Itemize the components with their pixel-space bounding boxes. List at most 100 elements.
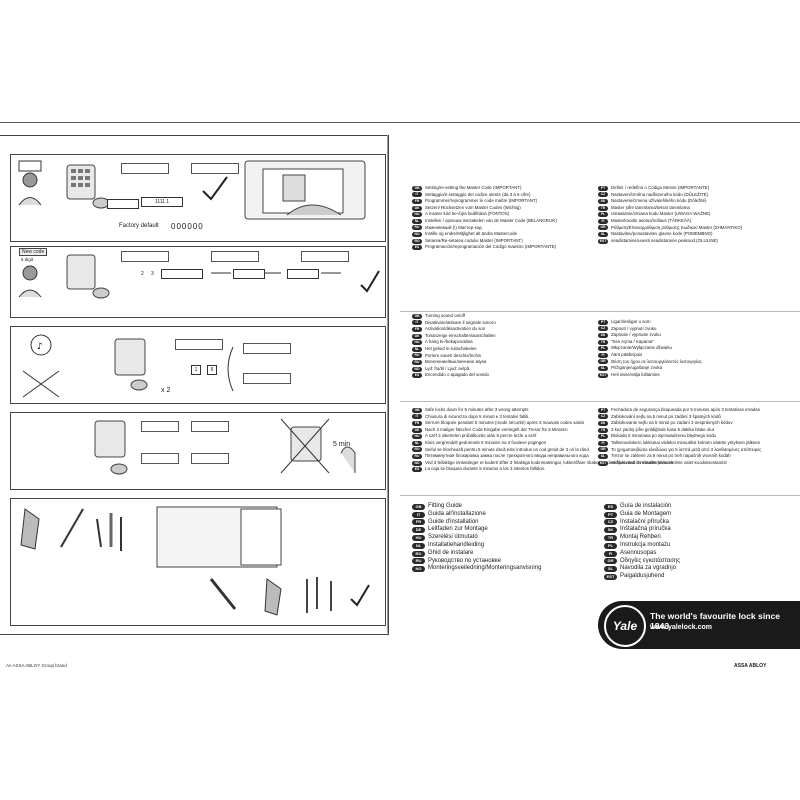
language-text: Definir / redefinir o Código Mestre (IMP… [611, 185, 710, 190]
language-code-badge: HU [412, 212, 422, 218]
language-text: Руководство по установке [428, 557, 501, 564]
language-text: Zablokovanie sejfu na 5 minút po zadaní … [611, 420, 733, 426]
panel-new-code: New code 6 digit 2 3 [10, 246, 386, 318]
language-code-badge: SK [598, 420, 608, 426]
language-code-badge: ES [412, 245, 422, 251]
language-text: La caja se bloquea durante 5 minutos a l… [425, 466, 546, 472]
language-code-badge: RU [412, 558, 425, 565]
language-row: TR"Ses Açma / Kapama" [598, 339, 702, 346]
language-text: Οδηγίες εγκατάστασης [620, 557, 681, 564]
language-code-badge: SL [604, 566, 617, 573]
language-code-badge: RO [412, 238, 422, 244]
language-text: Instellen / opnieuw insctakelen van de M… [425, 217, 557, 223]
language-text: Nastavení/změna nadřazeného kódu (DŮLEŽI… [611, 191, 709, 197]
language-code-badge: SL [598, 231, 608, 237]
digit-count-label: 6 digit [21, 257, 34, 262]
sound-step-digit-2: 6 [207, 365, 217, 375]
language-code-badge: NL [412, 440, 422, 446]
brand-url[interactable]: www.yalelock.com [650, 624, 712, 631]
language-code-badge: SK [604, 527, 617, 534]
speech-bubble [175, 339, 223, 350]
speech-bubble [121, 251, 169, 262]
language-code-badge: EST [604, 574, 617, 581]
language-code-badge: NO [412, 460, 422, 466]
language-text: seif lukustub 5 minutiks pärast kolme va… [611, 459, 727, 465]
language-text: Tallennuslokero lukkiutuu viideksi minuu… [611, 439, 761, 445]
language-code-badge: FR [412, 420, 422, 426]
language-text: Paigaldusjuhend [620, 573, 665, 580]
language-text: Settaggio/ri-settaggio del codice utente… [425, 191, 531, 197]
footer-assa-abloy-logo: ASSA ABLOY [734, 663, 767, 669]
language-code-badge: GR [598, 359, 608, 365]
language-code-badge: FI [598, 352, 608, 358]
language-code-badge: FR [412, 519, 425, 526]
language-text: Zapnutie / vypnutie zvuku [611, 332, 661, 338]
master-code-illustration [18, 160, 366, 220]
illustration-column: 1111 1 Factory default 000000 New code 6… [0, 135, 389, 635]
section-separator [400, 495, 800, 496]
language-code-badge: FR [412, 198, 422, 204]
language-text: Programación/reprogramación del Código m… [425, 244, 557, 250]
language-code-badge: CZ [598, 414, 608, 420]
language-code-badge: RU [412, 225, 422, 231]
new-code-label: New code [19, 248, 48, 256]
code-step-3 [287, 269, 319, 279]
language-text: Inštalačná príručka [620, 526, 671, 533]
language-text: Lyd: fra/til / Ljud: av/på [425, 365, 470, 371]
language-code-badge: PL [598, 212, 608, 218]
language-code-badge: EST [598, 238, 608, 244]
language-text: Äänt päälle/pois [611, 351, 643, 357]
language-code-badge: EST [598, 372, 608, 378]
language-text: A mester kód be-/újra beállítása (FONTOS… [425, 211, 510, 217]
speech-bubble [301, 251, 349, 262]
language-text: Heli sisse/välja lülitamine [611, 371, 660, 377]
sound-step-digit-1: 1 [191, 365, 201, 375]
svg-text:♪: ♪ [37, 342, 43, 352]
language-code-badge: CZ [604, 519, 617, 526]
language-code-badge: GR [604, 558, 617, 565]
language-text: Het geluid in-/uitschakelen [425, 345, 477, 351]
language-code-badge: CZ [598, 326, 608, 332]
speech-bubble [121, 163, 169, 174]
language-code-badge: SL [598, 453, 608, 459]
brand-tagline: The world's favourite lock since 1843 [650, 611, 781, 631]
language-text: Zablokování sejfu na 5 minut po zadání 3… [611, 413, 721, 419]
language-code-badge: FI [598, 218, 608, 224]
language-code-badge: GB [412, 313, 422, 319]
speech-bubble [141, 453, 179, 464]
language-code-badge: ES [604, 503, 617, 510]
speech-bubble [141, 421, 179, 432]
language-code-badge: TR [598, 427, 608, 433]
language-text: Ligar/desligar o som [611, 319, 651, 324]
language-code-badge: TR [604, 535, 617, 542]
